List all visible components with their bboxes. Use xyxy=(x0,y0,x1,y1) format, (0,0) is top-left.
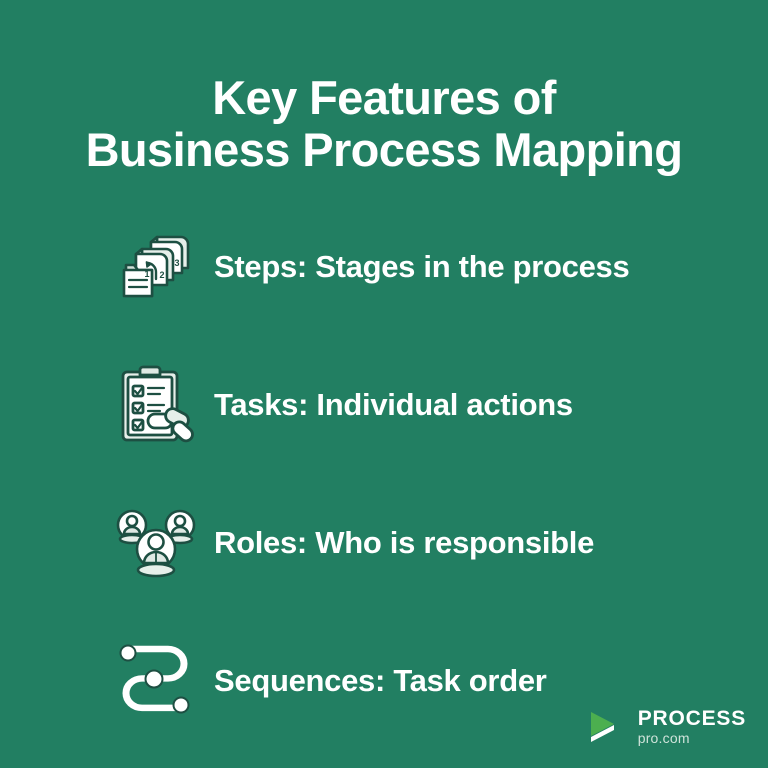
title-line-2: Business Process Mapping xyxy=(85,123,683,176)
page-title: Key Features of Business Process Mapping xyxy=(0,72,768,176)
feature-label-tasks: Tasks: Individual actions xyxy=(214,387,573,422)
feature-label-sequences: Sequences: Task order xyxy=(214,663,547,698)
feature-item-roles: Roles: Who is responsible xyxy=(0,474,768,612)
checklist-clipboard-chain-icon xyxy=(110,359,202,451)
svg-text:3: 3 xyxy=(174,258,179,268)
logo-secondary-text: pro.com xyxy=(637,729,690,746)
logo-primary-text: PROCESS xyxy=(637,706,746,730)
feature-item-steps: 3 2 xyxy=(0,198,768,336)
brand-logo[interactable]: PROCESS pro.com xyxy=(590,706,746,746)
green-chevron-mark-icon xyxy=(590,706,630,746)
stacked-step-cards-icon: 3 2 xyxy=(110,221,202,313)
feature-label-roles: Roles: Who is responsible xyxy=(214,525,595,560)
feature-item-sequences: Sequences: Task order xyxy=(0,612,768,750)
feature-item-tasks: Tasks: Individual actions xyxy=(0,336,768,474)
sequence-path-nodes-icon xyxy=(110,635,202,727)
three-people-roles-icon xyxy=(110,497,202,589)
logo-wordmark: PROCESS pro.com xyxy=(638,708,746,745)
feature-label-steps: Steps: Stages in the process xyxy=(214,249,630,284)
svg-text:1: 1 xyxy=(144,269,149,279)
title-line-1: Key Features of xyxy=(212,71,556,124)
feature-list: 3 2 xyxy=(0,198,768,750)
svg-text:2: 2 xyxy=(159,270,164,280)
